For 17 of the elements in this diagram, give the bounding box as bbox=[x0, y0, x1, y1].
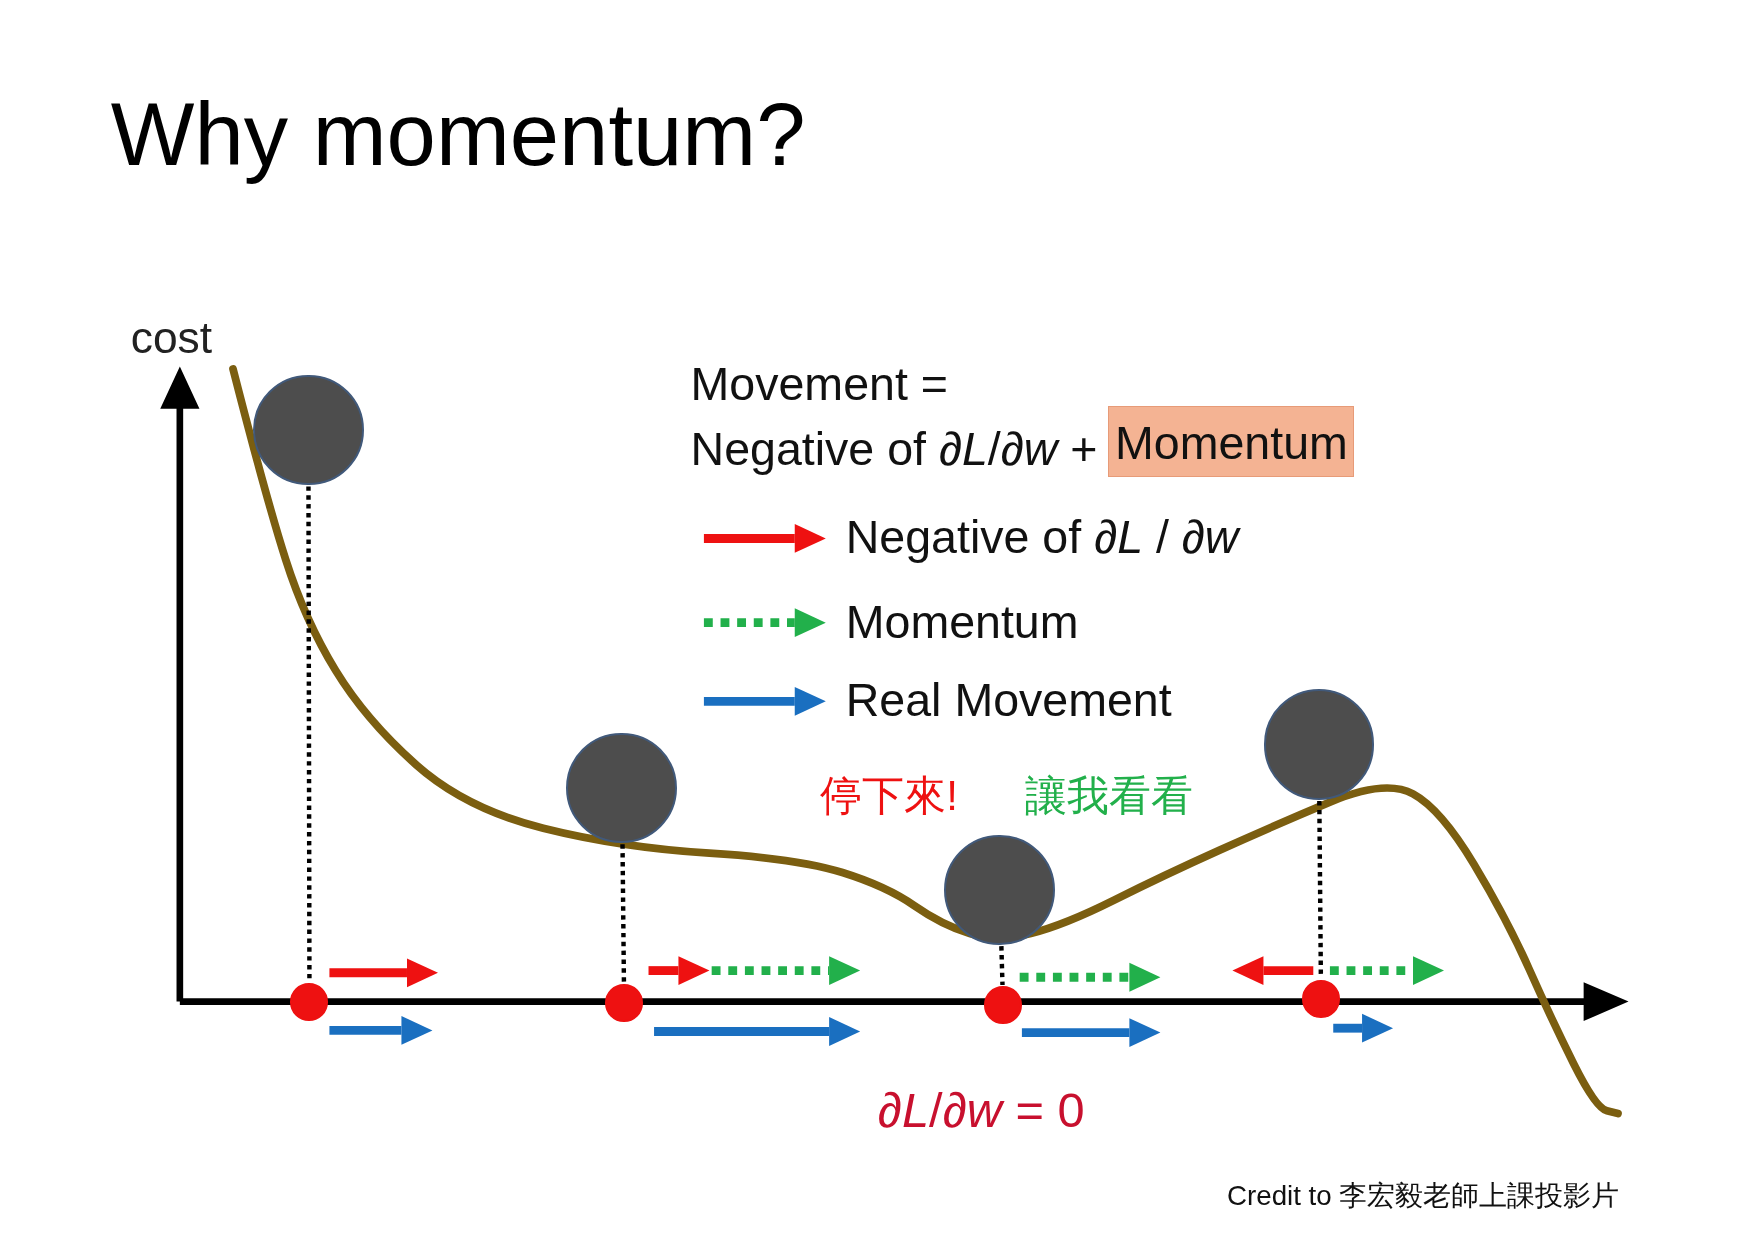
annotation: 停下來! bbox=[820, 774, 958, 817]
formula-text: Movement = bbox=[690, 361, 948, 408]
dotted-line bbox=[620, 844, 627, 983]
formula-label: ∂L/∂w = 0 bbox=[877, 1086, 1085, 1135]
point-marker bbox=[1302, 979, 1341, 1018]
point-marker bbox=[290, 983, 329, 1021]
highlighted-term: Momentum bbox=[1108, 405, 1355, 477]
legend-label: Momentum bbox=[845, 598, 1079, 646]
legend-label: Negative of ∂L / ∂w bbox=[845, 514, 1239, 561]
point-marker bbox=[605, 984, 643, 1022]
annotation: 讓我看看 bbox=[1025, 774, 1194, 817]
axis-label: cost bbox=[130, 315, 213, 361]
credit-note: Credit to 李宏毅老師上課投影片 bbox=[1227, 1181, 1620, 1210]
point-marker bbox=[984, 986, 1022, 1025]
formula-text: Negative of ∂L/∂w + bbox=[690, 425, 1098, 473]
legend-label: Real Movement bbox=[845, 677, 1172, 724]
dotted-line bbox=[999, 946, 1005, 986]
